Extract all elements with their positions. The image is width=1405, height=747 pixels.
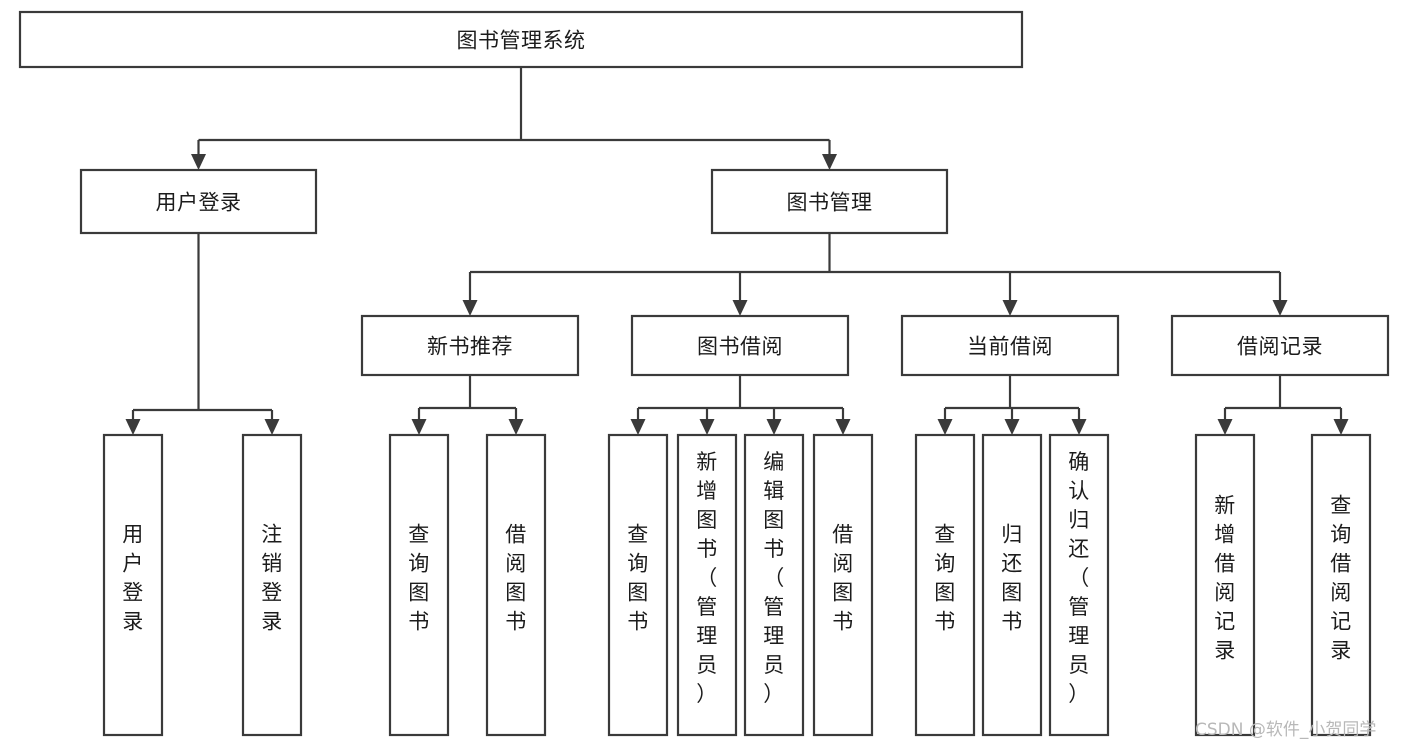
node-box[interactable] [710,168,949,235]
node-leaf-borrow-query[interactable]: 查询图书 [607,433,669,737]
node-label: 新书推荐 [427,335,513,359]
node-label: 图书借阅 [697,335,783,359]
connector-group-root [191,67,837,170]
node-user-login[interactable]: 用户登录 [79,168,318,235]
node-label: 用户登录 [122,523,144,634]
node-box[interactable] [743,433,805,737]
arrow-head-icon [1071,419,1087,435]
node-box[interactable] [630,314,850,377]
arrow-head-icon [1272,300,1288,316]
node-book-borrow[interactable]: 图书借阅 [630,314,850,377]
arrow-head-icon [1004,419,1020,435]
node-box[interactable] [914,433,976,737]
node-box[interactable] [981,433,1043,737]
node-box[interactable] [79,168,318,235]
node-current-borrow[interactable]: 当前借阅 [900,314,1120,377]
node-label: 借阅记录 [1237,335,1323,359]
arrow-head-icon [508,419,524,435]
node-root[interactable]: 图书管理系统 [18,10,1024,69]
arrow-head-icon [766,419,782,435]
arrow-head-icon [1217,419,1233,435]
connector-group-book-manage [462,233,1288,316]
node-box[interactable] [360,314,580,377]
node-label: 查询图书 [627,523,649,634]
node-borrow-record[interactable]: 借阅记录 [1170,314,1390,377]
arrow-head-icon [125,419,141,435]
node-leaf-cur-query[interactable]: 查询图书 [914,433,976,737]
node-book-manage[interactable]: 图书管理 [710,168,949,235]
node-leaf-borrow-lend[interactable]: 借阅图书 [812,433,874,737]
connector-group-borrow-record [1217,375,1349,435]
arrow-head-icon [835,419,851,435]
arrow-head-icon [937,419,953,435]
node-leaf-rec-add[interactable]: 新增借阅记录 [1194,433,1256,737]
arrow-head-icon [822,154,837,170]
node-box[interactable] [388,433,450,737]
connector-group-new-book-rec [411,375,524,435]
node-label: 查询图书 [408,523,430,634]
node-box[interactable] [241,433,303,737]
node-label: 查询图书 [934,523,956,634]
arrow-head-icon [699,419,715,435]
node-label: 用户登录 [156,191,242,215]
nodes-layer: 图书管理系统用户登录图书管理新书推荐图书借阅当前借阅借阅记录用户登录注销登录查询… [18,10,1390,737]
node-leaf-rec-borrow[interactable]: 借阅图书 [485,433,547,737]
node-box[interactable] [676,433,738,737]
node-label: 借阅图书 [832,523,854,634]
node-leaf-cur-confirm[interactable]: 确认归还（管理员） [1048,433,1110,737]
node-leaf-cur-return[interactable]: 归还图书 [981,433,1043,737]
arrow-head-icon [630,419,646,435]
node-new-book-rec[interactable]: 新书推荐 [360,314,580,377]
node-box[interactable] [102,433,164,737]
node-label: 确认归还（管理员） [1068,450,1090,706]
node-label: 查询借阅记录 [1330,494,1352,663]
arrow-head-icon [462,300,478,316]
node-leaf-user-login[interactable]: 用户登录 [102,433,164,737]
node-box[interactable] [485,433,547,737]
node-box[interactable] [607,433,669,737]
node-label: 新增图书（管理员） [696,450,718,706]
node-leaf-borrow-add[interactable]: 新增图书（管理员） [676,433,738,737]
node-leaf-rec-query2[interactable]: 查询借阅记录 [1310,433,1372,737]
node-box[interactable] [900,314,1120,377]
node-box[interactable] [1194,433,1256,737]
arrow-head-icon [264,419,280,435]
node-box[interactable] [1310,433,1372,737]
node-label: 当前借阅 [967,335,1053,359]
arrow-head-icon [411,419,427,435]
node-leaf-user-logout[interactable]: 注销登录 [241,433,303,737]
arrow-head-icon [191,154,206,170]
node-label: 图书管理 [787,191,873,215]
node-label: 新增借阅记录 [1214,494,1236,663]
node-label: 注销登录 [261,523,283,634]
node-leaf-rec-query[interactable]: 查询图书 [388,433,450,737]
node-box[interactable] [18,10,1024,69]
connector-group-book-borrow [630,375,851,435]
node-box[interactable] [812,433,874,737]
arrow-head-icon [1333,419,1349,435]
node-box[interactable] [1170,314,1390,377]
node-label: 借阅图书 [505,523,527,634]
connectors-layer [125,67,1349,435]
node-label: 归还图书 [1001,523,1023,634]
node-label: 编辑图书（管理员） [763,450,785,706]
arrow-head-icon [732,300,748,316]
node-box[interactable] [1048,433,1110,737]
connector-group-current-borrow [937,375,1087,435]
connector-group-user-login [125,233,280,435]
node-leaf-borrow-edit[interactable]: 编辑图书（管理员） [743,433,805,737]
node-label: 图书管理系统 [457,29,586,53]
arrow-head-icon [1002,300,1018,316]
